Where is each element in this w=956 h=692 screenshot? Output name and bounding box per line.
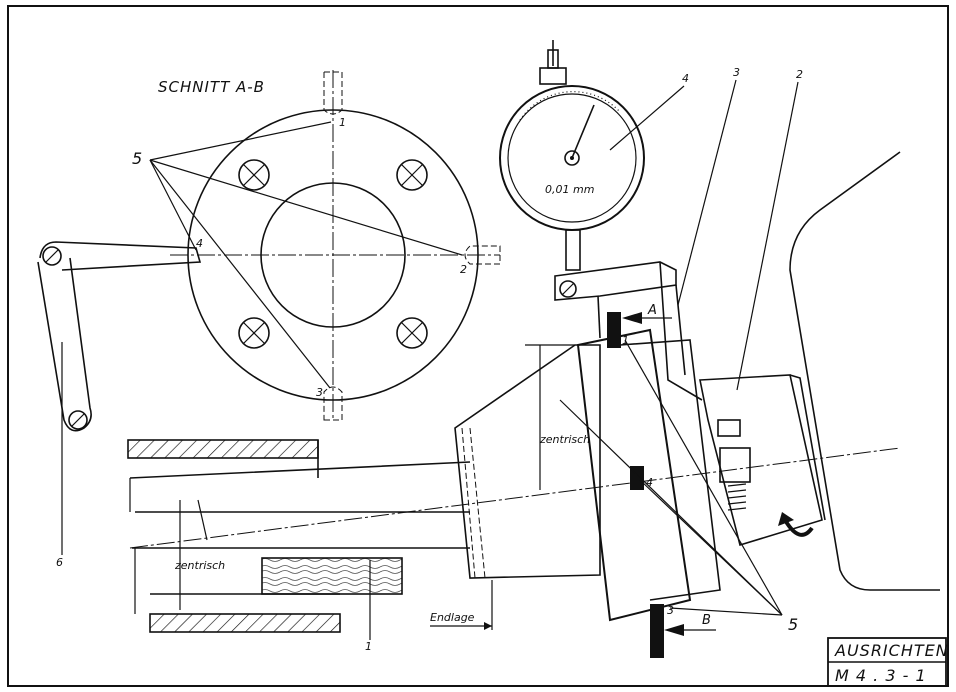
dial-needle: [571, 104, 595, 159]
flange-section-view: SCHNITT A-B 1 2 3 4 5: [132, 70, 501, 421]
lever-arm: 6: [37, 241, 202, 569]
dial-indicator: 0,01 mm 4 3: [499, 40, 740, 401]
dial-face-inner: [507, 93, 637, 223]
point-1-label: 1: [339, 116, 346, 129]
probe-bottom: [323, 386, 343, 421]
marker-strip-3: [650, 604, 664, 658]
title-block: AUSRICHTEN M 4 . 3 - 1: [827, 637, 949, 687]
mark-A: A: [647, 303, 657, 318]
drawing-frame: [7, 5, 949, 687]
probe-right: [464, 245, 501, 265]
clamp-assembly: 2: [699, 68, 826, 547]
bolt-hole: [396, 317, 428, 349]
shaft-assembly: 1 zentrisch Endlage zentrisch 1 4 3 A B: [127, 303, 901, 658]
callout-4-dial: 4: [682, 72, 689, 85]
bolt-hole: [238, 159, 270, 191]
callout-5-right: 5: [788, 615, 798, 634]
callout-6: 6: [56, 556, 63, 569]
callout-1: 1: [365, 640, 372, 653]
title-block-code: M 4 . 3 - 1: [835, 666, 927, 685]
bolt-hole: [238, 317, 270, 349]
section-title: SCHNITT A-B: [158, 78, 265, 96]
zentrisch-lower-label: zentrisch: [174, 559, 225, 572]
title-block-title: AUSRICHTEN: [834, 641, 949, 660]
point-3-label: 3: [316, 386, 323, 399]
flange-point-4: 4: [646, 476, 653, 489]
callout-5-leaders: [149, 121, 463, 389]
bolt-hole: [396, 159, 428, 191]
zentrisch-upper-label: zentrisch: [539, 433, 590, 446]
wood-support-1: [261, 557, 403, 595]
point-2-label: 2: [460, 263, 467, 276]
marker-strip-1: [607, 312, 621, 348]
endlage-label: Endlage: [430, 611, 475, 624]
point-4-label: 4: [196, 237, 203, 250]
flange-point-3: 3: [667, 604, 674, 617]
rotation-arrow: [783, 518, 814, 537]
callout-2: 2: [796, 68, 803, 81]
probe-top: [323, 71, 343, 115]
callout-5-left: 5: [132, 149, 142, 168]
dial-scale-label: 0,01 mm: [545, 183, 594, 196]
mark-B: B: [702, 613, 711, 628]
callout-3: 3: [733, 66, 740, 79]
machine-outline: [789, 151, 940, 591]
